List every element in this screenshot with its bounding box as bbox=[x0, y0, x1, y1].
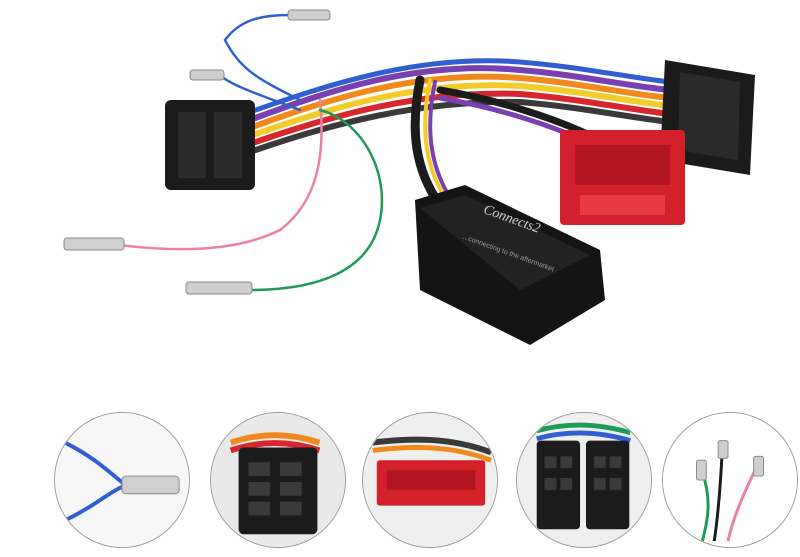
thumbnail-iso-connector-black bbox=[210, 412, 346, 548]
thumbnail-wire-ends bbox=[662, 412, 798, 548]
red-connector bbox=[560, 130, 685, 225]
spade-terminals bbox=[63, 9, 331, 295]
wire-bundle bbox=[247, 58, 673, 210]
thumbnail-blue-wire-spade bbox=[54, 412, 190, 548]
thumbnail-iso-connector-pair bbox=[516, 412, 652, 548]
interface-box bbox=[415, 185, 605, 345]
harness-product-photo bbox=[63, 9, 755, 345]
thumbnail-red-connector bbox=[362, 412, 498, 548]
iso-connector-left bbox=[165, 100, 255, 190]
